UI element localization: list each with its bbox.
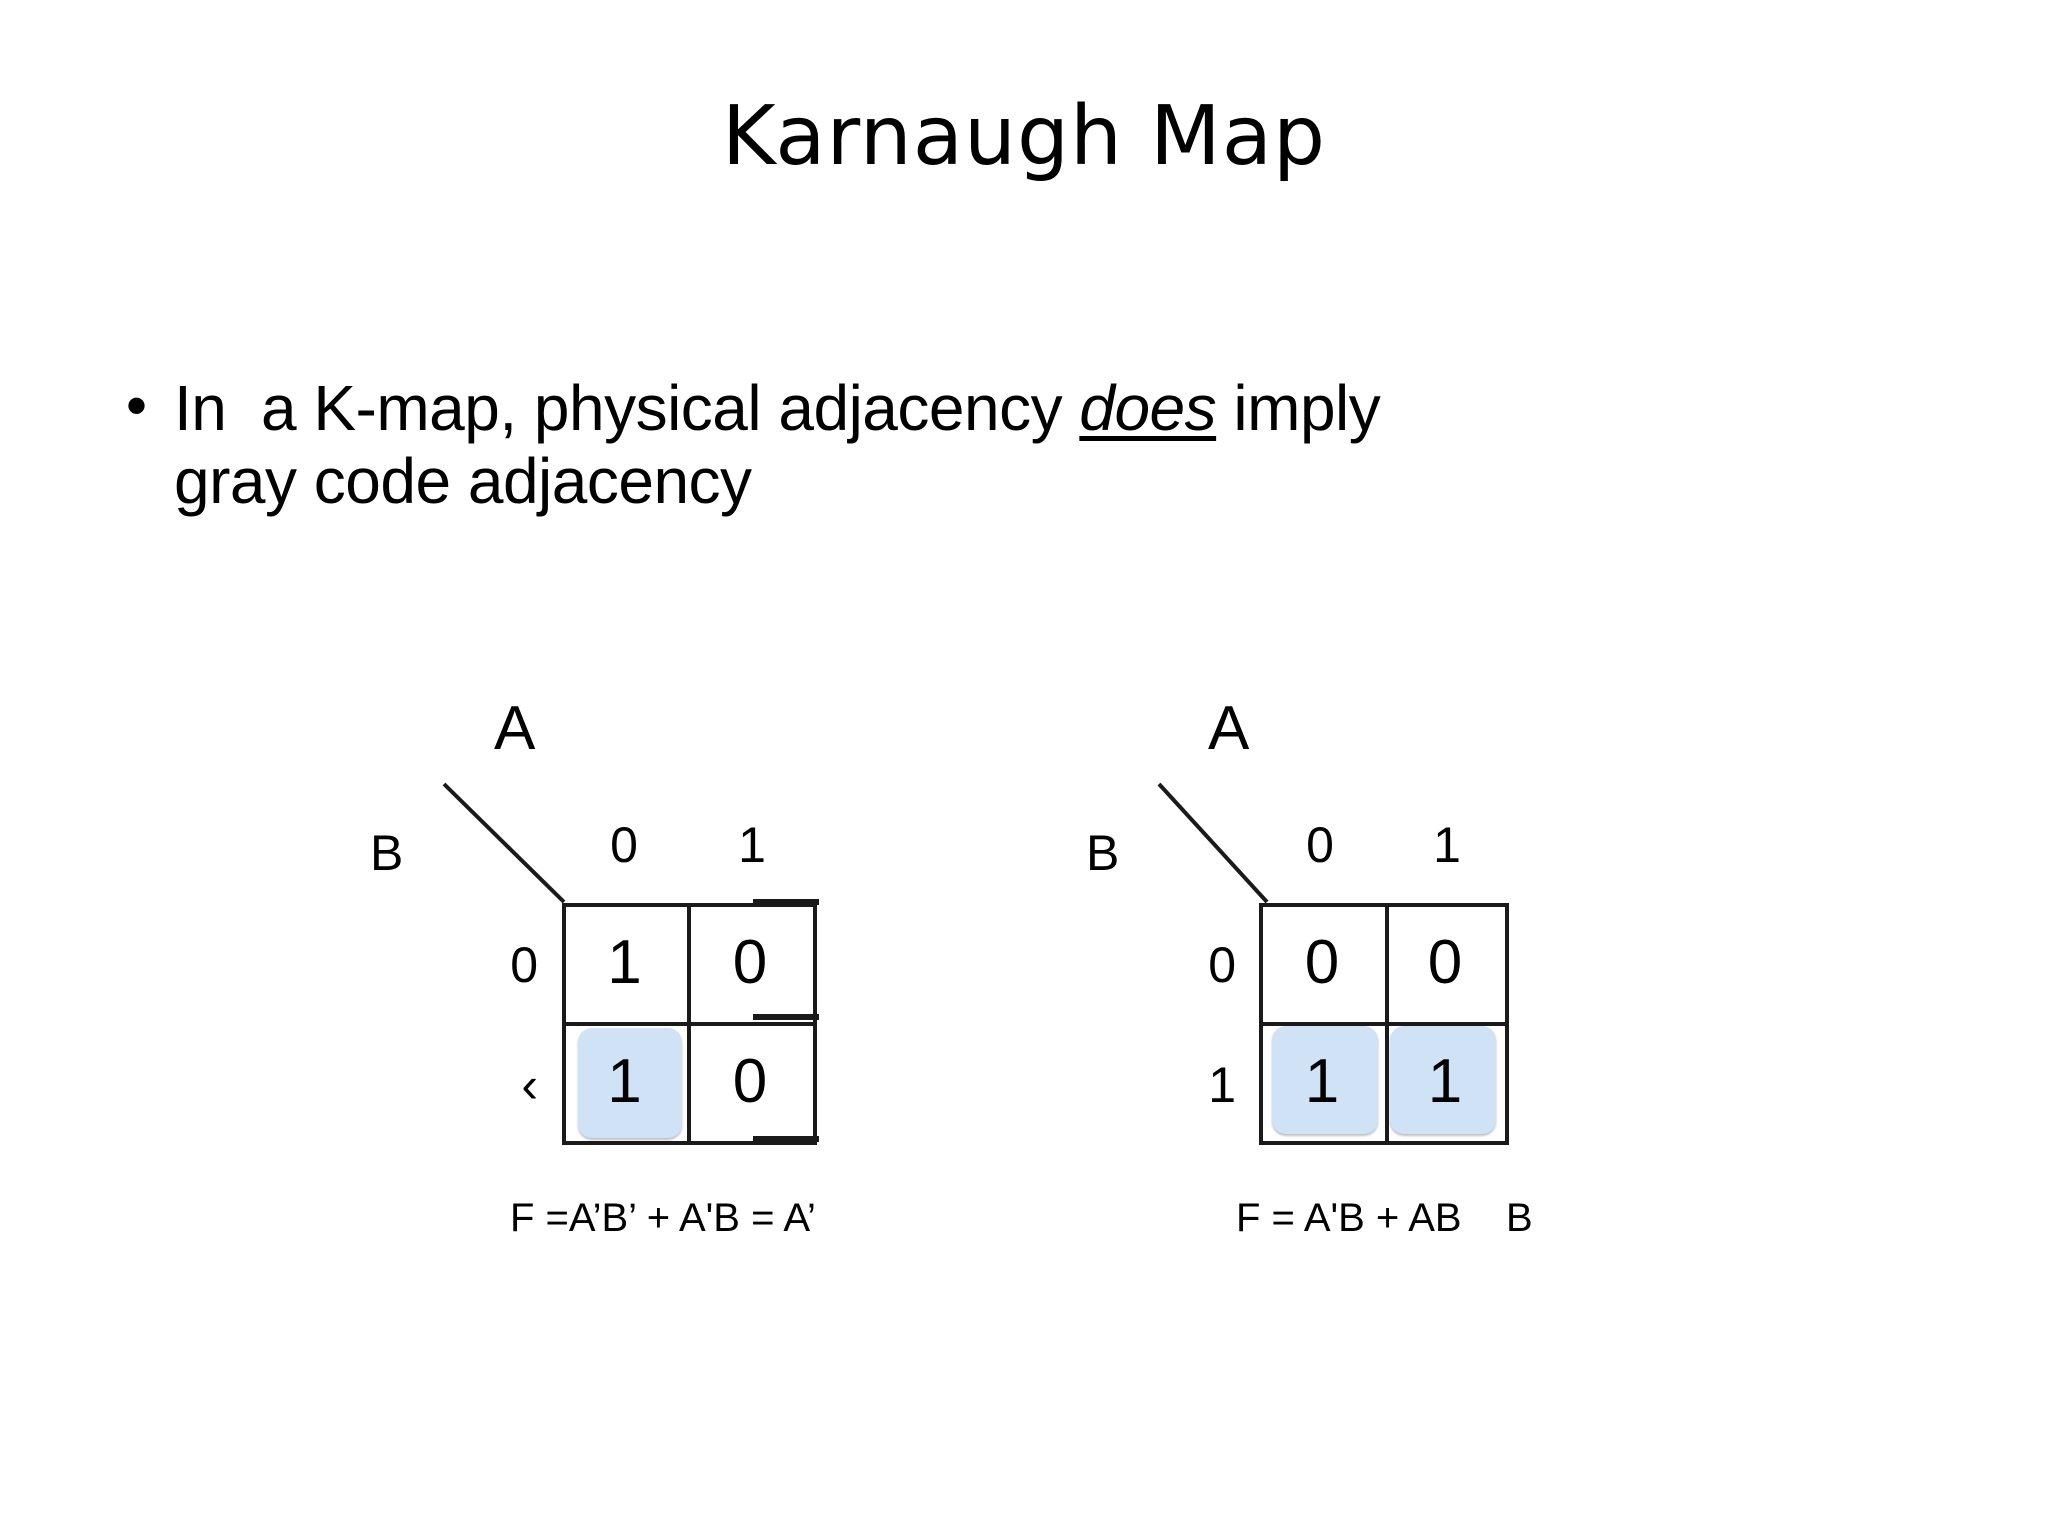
kmap-left-edge-artifact-middle xyxy=(753,1014,819,1020)
bullet-text-after: imply gray code adjacency xyxy=(174,372,1381,517)
kmap-left-cell-1-0: 1 xyxy=(566,1022,683,1141)
kmap-left-cell-0-1: 0 xyxy=(687,907,813,1018)
kmap-left-row-header-1: ‹ xyxy=(521,1057,538,1113)
kmap-right-col-header-0: 0 xyxy=(1306,817,1334,873)
kmap-left-cell-value-0-1: 0 xyxy=(732,927,768,997)
kmap-left-col-header-1: 1 xyxy=(738,817,766,873)
kmap-left-cell-value-1-0: 1 xyxy=(607,1046,642,1116)
kmap-left-edge-artifact-bottom xyxy=(753,1136,819,1142)
kmap-right-cell-value-0-0: 0 xyxy=(1304,927,1340,997)
kmap-left-cell-value-0-0: 1 xyxy=(607,927,642,997)
page-title: Karnaugh Map xyxy=(721,89,1327,184)
kmap-right-cell-highlight-1-1 xyxy=(1390,1026,1496,1134)
kmap-right-cell-value-0-1: 0 xyxy=(1427,927,1463,997)
kmap-right-divider-line xyxy=(1157,782,1269,904)
kmap-left-divider-line xyxy=(442,782,566,904)
kmap-right-cell-0-1: 0 xyxy=(1385,907,1505,1018)
kmap-left-cell-1-1: 0 xyxy=(687,1022,813,1141)
kmap-right-variable-b: B xyxy=(1086,825,1120,881)
kmap-left-variable-a: A xyxy=(494,694,536,763)
kmap-left-col-header-0: 0 xyxy=(610,817,638,873)
kmap-right-variable-a: A xyxy=(1208,694,1250,763)
kmap-left-row-header-0: 0 xyxy=(510,937,538,993)
kmap-left-cell-0-0: 1 xyxy=(566,907,683,1018)
bullet-marker-icon: • xyxy=(126,372,148,439)
bullet-emphasis: does xyxy=(1079,372,1217,444)
bullet-list: • In a K-map, physical adjacency does im… xyxy=(118,372,1678,518)
bullet-text: In a K-map, physical adjacency does impl… xyxy=(174,372,1678,518)
kmap-right-row-header-1: 1 xyxy=(1208,1057,1236,1113)
kmap-left-edge-artifact-top xyxy=(753,899,819,905)
kmap-right-cell-value-1-1: 1 xyxy=(1427,1046,1463,1116)
kmap-right-formula: F = A'B + AB B xyxy=(1236,1196,1533,1240)
kmap-left-formula: F =A’B’ + A'B = A’ xyxy=(510,1196,816,1240)
kmap-left-grid-horizontal-divider xyxy=(566,1022,813,1026)
kmap-left-grid-vertical-divider xyxy=(687,907,691,1141)
kmap-right-col-header-1: 1 xyxy=(1433,817,1461,873)
bullet-text-before: In a K-map, physical adjacency xyxy=(174,372,1080,444)
kmap-left-variable-b: B xyxy=(370,825,404,881)
kmap-left-cell-value-1-1: 0 xyxy=(732,1046,768,1116)
kmap-right-row-header-0: 0 xyxy=(1208,937,1236,993)
kmap-left-grid xyxy=(562,903,817,1145)
kmap-right-grid-vertical-divider xyxy=(1385,907,1389,1141)
kmap-right-grid-horizontal-divider xyxy=(1263,1022,1505,1026)
kmap-right-cell-highlight-1-0 xyxy=(1272,1026,1378,1134)
kmap-right-cell-0-0: 0 xyxy=(1263,907,1381,1018)
list-item: • In a K-map, physical adjacency does im… xyxy=(118,372,1678,518)
kmap-right-grid xyxy=(1259,903,1509,1145)
kmap-right-cell-1-1: 1 xyxy=(1385,1022,1505,1141)
kmap-right-cell-value-1-0: 1 xyxy=(1304,1046,1340,1116)
kmap-left-cell-highlight-1-0 xyxy=(578,1028,682,1138)
kmap-right-cell-1-0: 1 xyxy=(1263,1022,1381,1141)
